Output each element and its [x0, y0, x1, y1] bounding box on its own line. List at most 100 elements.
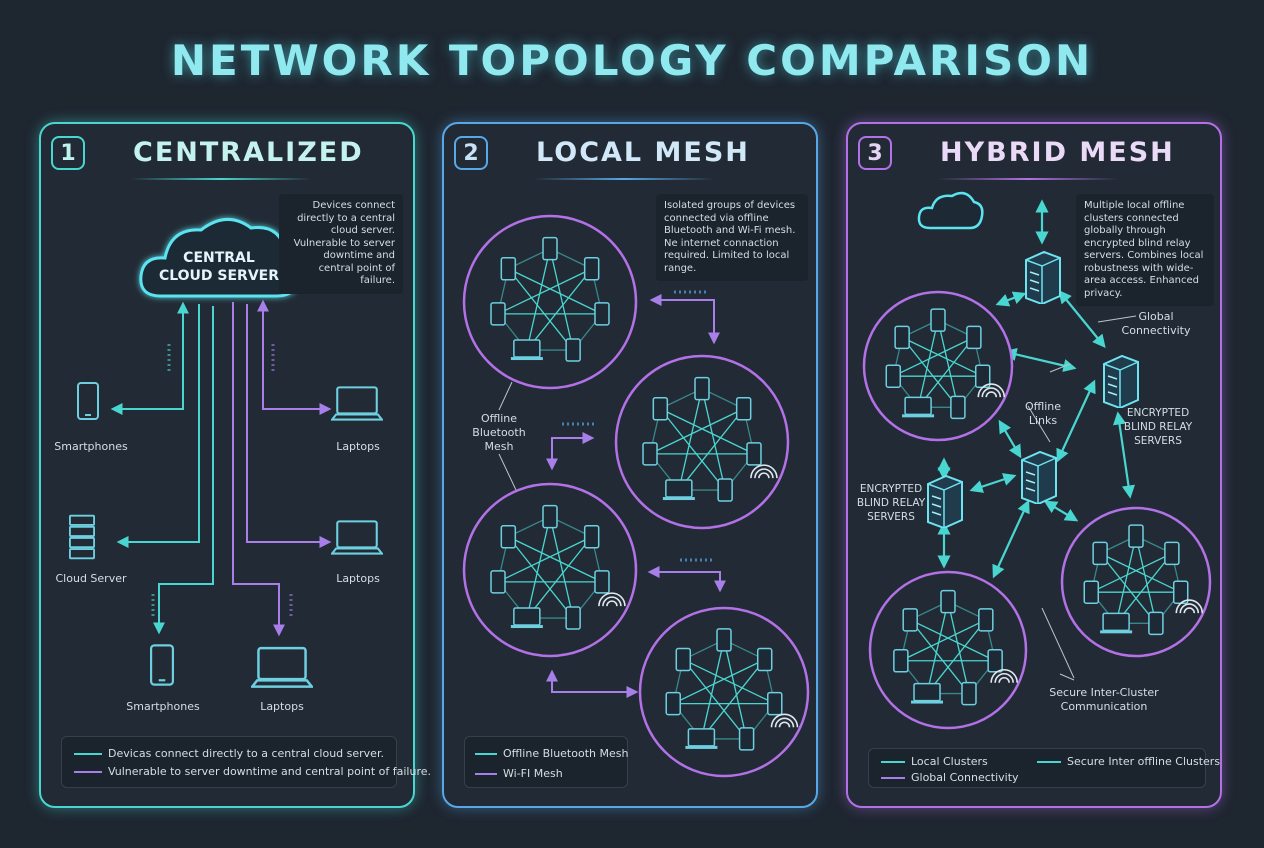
laptop-icon [510, 339, 543, 361]
wifi-icon [977, 383, 1006, 398]
panel-description: Multiple local offline clusters connecte… [1076, 194, 1214, 306]
inter-cluster-label: Secure Inter-Cluster Communication [1049, 686, 1159, 713]
smartphone-icon [150, 644, 174, 686]
smartphone-icon [738, 727, 755, 751]
laptop-icon [911, 682, 944, 704]
wifi-icon [770, 713, 799, 728]
smartphone-icon [940, 589, 956, 614]
legend-item: Local Clusters [881, 755, 988, 768]
data-flow-ticks [562, 290, 712, 562]
wifi-icon [750, 464, 778, 479]
smartphone-icon [930, 308, 946, 332]
title-underline [938, 178, 1118, 180]
smartphone-icon [1083, 580, 1100, 604]
legend-swatch [74, 753, 102, 755]
hybrid-mesh-diagram [862, 191, 1212, 730]
laptop-icon [331, 520, 383, 555]
legend-label: Vulnerable to server downtime and centra… [108, 765, 431, 778]
mesh-cluster [462, 482, 638, 658]
smartphone-icon [542, 236, 558, 261]
centralized-diagram: CENTRAL CLOUD SERVER [69, 218, 383, 688]
legend-item: Offline Bluetooth Mesh [475, 747, 628, 760]
smartphone-icon [583, 257, 600, 281]
smartphone-icon [966, 325, 982, 350]
page-title: NETWORK TOPOLOGY COMPARISON [170, 36, 1094, 85]
label-pointers [1027, 315, 1137, 681]
smartphone-icon [500, 257, 517, 281]
smartphone-icon [675, 647, 692, 672]
panel-header: 2 LOCAL MESH [454, 136, 806, 170]
laptop-icon [331, 386, 383, 421]
legend-label: Global Connectivity [911, 771, 1019, 784]
smartphone-icon [500, 525, 517, 549]
mesh-cluster [638, 606, 810, 778]
legend-swatch [1037, 761, 1061, 763]
cloud-icon [917, 191, 984, 230]
smartphone-icon [1148, 611, 1164, 636]
mesh-cluster [614, 354, 790, 530]
laptop-icon [251, 646, 313, 688]
legend-swatch [475, 773, 497, 775]
smartphone-icon [717, 478, 733, 502]
mesh-links [497, 516, 603, 619]
device-label: Cloud Server [55, 572, 127, 585]
laptop-icon [662, 479, 695, 501]
legend: Offline Bluetooth Mesh Wi-FI Mesh [464, 736, 628, 788]
device-label: Laptops [336, 440, 380, 453]
smartphone-icon [885, 364, 902, 388]
device-label: Smartphones [126, 700, 200, 713]
server-icon [69, 514, 95, 560]
smartphone-icon [716, 628, 732, 652]
smartphone-icon [746, 442, 762, 466]
offline-links-label: Offline Links [1024, 400, 1062, 427]
smartphone-icon [665, 691, 681, 716]
mesh-label: Offline Bluetooth Mesh [472, 412, 526, 453]
data-flow-ticks [151, 344, 293, 619]
smartphone-icon [77, 382, 99, 420]
legend-label: Local Clusters [911, 755, 988, 768]
inter-cluster-links [546, 294, 726, 698]
legend-item: Devicas connect directly to a central cl… [74, 747, 384, 760]
legend-item: Global Connectivity [881, 771, 1019, 784]
smartphone-icon [987, 649, 1003, 673]
relay-server-icon [1103, 355, 1139, 408]
laptop-icon [685, 728, 718, 749]
legend-item: Secure Inter offline Clusters [1037, 755, 1220, 768]
smartphone-icon [735, 397, 752, 421]
legend-item: Vulnerable to server downtime and centra… [74, 765, 431, 778]
legend: Devicas connect directly to a central cl… [61, 736, 431, 788]
smartphone-icon [565, 338, 581, 362]
legend-label: Secure Inter offline Clusters [1067, 755, 1221, 768]
legend-item: Wi-FI Mesh [475, 767, 563, 780]
legend-label: Wi-FI Mesh [503, 767, 563, 780]
legend-label: Offline Bluetooth Mesh [503, 747, 629, 760]
local-mesh-panel: 2 LOCAL MESH Isolated groups of devices … [442, 122, 818, 808]
panel-title: LOCAL MESH [536, 137, 750, 168]
title-underline [131, 178, 311, 180]
legend-swatch [475, 753, 497, 755]
connectivity-label: Global Connectivity [1121, 310, 1191, 337]
wifi-icon [598, 592, 626, 607]
label-pointers [498, 381, 517, 491]
smartphone-icon [893, 649, 909, 673]
smartphone-icon [642, 442, 658, 466]
mesh-cluster [462, 214, 638, 390]
smartphone-icon [902, 608, 918, 632]
smartphone-icon [978, 608, 994, 632]
smartphone-icon [894, 325, 910, 350]
panel-description: Isolated groups of devices connected via… [656, 194, 808, 281]
cloud-label-line2: CLOUD SERVER [159, 268, 279, 284]
smartphone-icon [961, 681, 977, 706]
device-label: Smartphones [54, 440, 128, 453]
panel-header: 1 CENTRALIZED [51, 136, 403, 170]
smartphone-icon [652, 397, 669, 421]
centralized-panel: 1 CENTRALIZED CENTRAL CLOUD SERVER [39, 122, 431, 808]
panel-title: HYBRID MESH [940, 137, 1175, 168]
mesh-cluster [1060, 506, 1212, 658]
local-mesh-diagram [462, 214, 810, 778]
wifi-icon [990, 668, 1018, 683]
cloud-label-line1: CENTRAL [183, 250, 255, 266]
legend-swatch [881, 761, 905, 763]
wifi-icon [1175, 599, 1204, 614]
smartphone-icon [490, 302, 506, 326]
